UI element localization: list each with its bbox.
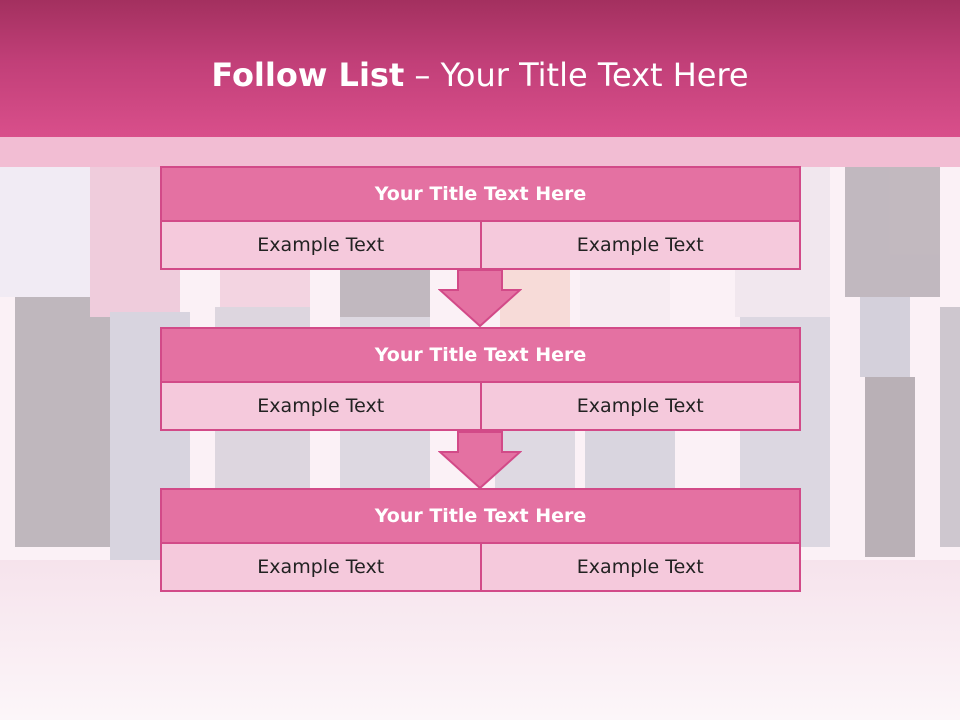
slide-title: Follow List – Your Title Text Here — [0, 56, 960, 94]
block-right-text: Example Text — [479, 222, 801, 270]
header-strip — [0, 137, 960, 167]
title-rest: – Your Title Text Here — [404, 56, 749, 94]
block-right-text: Example Text — [479, 544, 801, 592]
block-row: Example Text Example Text — [160, 544, 801, 592]
title-bold: Follow List — [211, 56, 405, 94]
list-block-1: Your Title Text Here Example Text Exampl… — [160, 166, 801, 270]
block-left-text: Example Text — [160, 222, 482, 270]
block-right-text: Example Text — [479, 383, 801, 431]
block-title: Your Title Text Here — [160, 166, 801, 222]
list-block-3: Your Title Text Here Example Text Exampl… — [160, 488, 801, 592]
down-arrow-icon — [438, 269, 522, 328]
block-row: Example Text Example Text — [160, 222, 801, 270]
list-block-2: Your Title Text Here Example Text Exampl… — [160, 327, 801, 431]
block-title: Your Title Text Here — [160, 327, 801, 383]
block-left-text: Example Text — [160, 544, 482, 592]
down-arrow-icon — [438, 431, 522, 490]
block-row: Example Text Example Text — [160, 383, 801, 431]
block-title: Your Title Text Here — [160, 488, 801, 544]
header-band — [0, 0, 960, 137]
block-left-text: Example Text — [160, 383, 482, 431]
